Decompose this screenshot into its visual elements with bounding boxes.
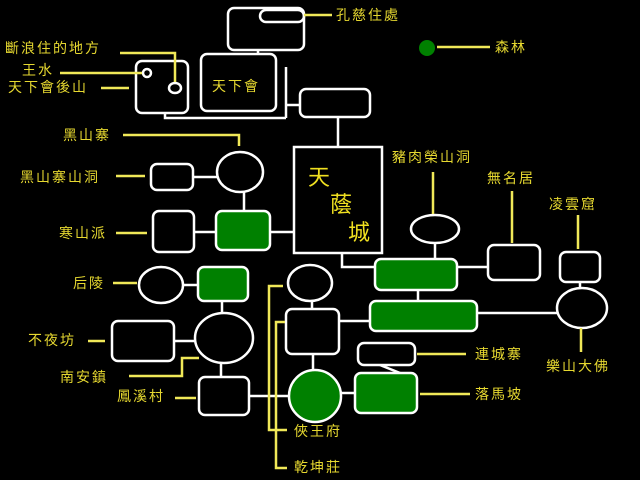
label-zhurourong: 豬肉榮山洞: [392, 150, 472, 166]
city-char-3: 城: [348, 221, 370, 246]
label-wumingju: 無名居: [487, 171, 535, 187]
label-tianxiahui: 天下會: [212, 79, 260, 95]
city-char-2: 蔭: [330, 193, 352, 218]
node-houling[interactable]: [137, 265, 185, 305]
node-kongci-room[interactable]: [258, 8, 306, 24]
city-char-1: 天: [308, 166, 330, 191]
label-duanlang: 斷浪住的地方: [5, 41, 101, 57]
node-heishanzhai[interactable]: [215, 150, 265, 194]
node-wangshui[interactable]: [141, 67, 153, 79]
node-lingyunku[interactable]: [558, 250, 602, 284]
node-visited-4[interactable]: [368, 299, 479, 333]
node-nananzhen[interactable]: [193, 311, 255, 365]
node-zhurourong-cave[interactable]: [409, 213, 461, 245]
node-visited-2[interactable]: [196, 265, 250, 303]
label-hanshanpai: 寒山派: [59, 225, 107, 242]
label-nananzhen: 南安鎮: [60, 370, 108, 386]
node-unnamed-2[interactable]: [286, 263, 334, 303]
node-hanshanpai[interactable]: [151, 209, 196, 254]
label-lianchengzhai: 連城寨: [475, 346, 523, 363]
label-heishanzhai-cave: 黑山寨山洞: [20, 169, 100, 186]
label-kongci: 孔慈住處: [336, 8, 400, 24]
label-heishanzhai: 黑山寨: [63, 127, 111, 144]
node-qiankunzhuang[interactable]: [284, 307, 341, 356]
node-wumingju[interactable]: [486, 243, 542, 282]
node-tianyincheng[interactable]: [292, 145, 384, 255]
label-lingyunku: 凌雲窟: [549, 196, 597, 213]
label-houling: 后陵: [73, 276, 105, 292]
label-senlin: 森林: [495, 40, 527, 56]
label-leshandafo: 樂山大佛: [546, 358, 610, 375]
node-xiawangfu[interactable]: [287, 368, 343, 424]
node-lianchengzhai[interactable]: [356, 341, 417, 367]
node-tianxiahui-houshan[interactable]: [134, 59, 190, 115]
label-fengxicun: 鳳溪村: [117, 389, 165, 405]
forest-marker-icon: [419, 40, 435, 56]
label-xiawangfu: 俠王府: [294, 424, 342, 440]
node-luomapo[interactable]: [353, 371, 419, 415]
node-visited-3[interactable]: [373, 257, 459, 292]
label-buyefang: 不夜坊: [28, 333, 76, 349]
node-heishanzhai-cave[interactable]: [149, 162, 195, 192]
label-houshan: 天下會後山: [8, 80, 88, 96]
node-fengxicun[interactable]: [197, 375, 251, 417]
node-visited-1[interactable]: [214, 209, 272, 252]
node-buyefang[interactable]: [110, 319, 176, 363]
node-duanlang[interactable]: [167, 81, 183, 95]
node-kongci-house[interactable]: [226, 6, 306, 52]
node-unnamed-1[interactable]: [298, 87, 372, 119]
label-qiankunzhuang: 乾坤莊: [294, 460, 342, 476]
label-luomapo: 落馬坡: [475, 387, 523, 403]
node-leshandafo[interactable]: [555, 286, 609, 330]
node-tianxiahui[interactable]: [199, 52, 278, 113]
label-wangshui: 王水: [22, 63, 54, 79]
label-connectors: [60, 13, 583, 470]
